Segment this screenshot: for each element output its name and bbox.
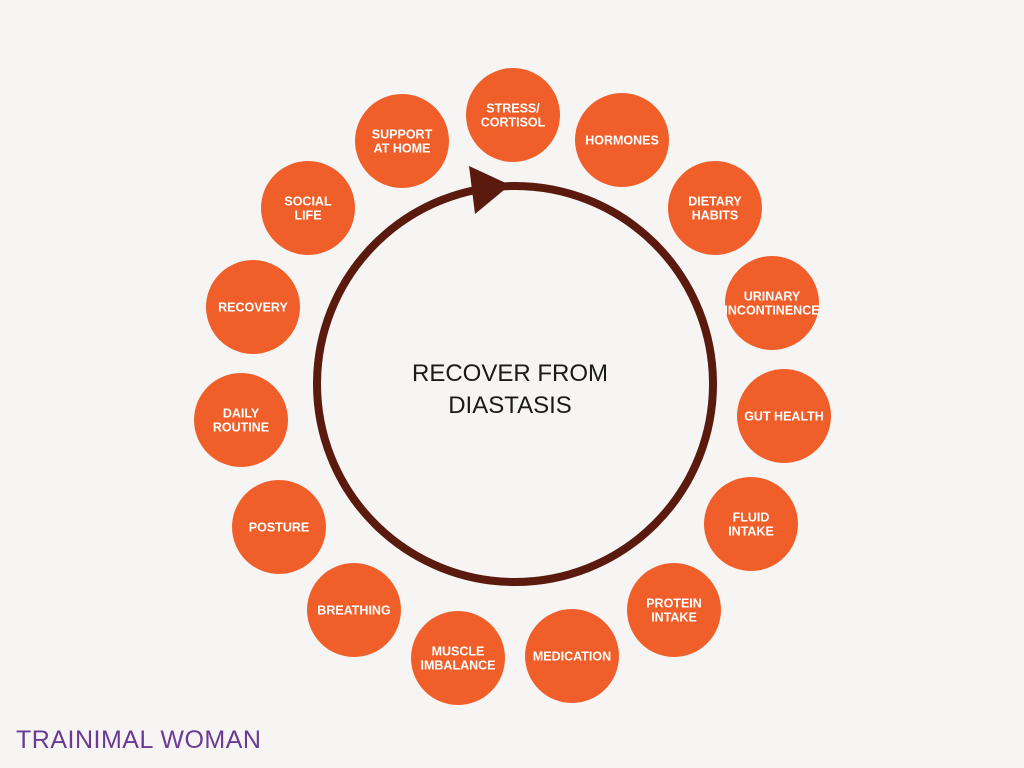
center-title-line-1: RECOVER FROM bbox=[412, 360, 608, 387]
factor-node-label: DIETARY bbox=[688, 195, 742, 209]
factor-node-label: INTAKE bbox=[651, 611, 697, 625]
factor-node-label: FLUID bbox=[733, 511, 770, 525]
factor-node-circle bbox=[232, 480, 326, 574]
cycle-arrowhead-icon bbox=[469, 166, 510, 214]
factor-node-label: IMBALANCE bbox=[421, 659, 496, 673]
factor-node-circle bbox=[307, 563, 401, 657]
factor-node-circle bbox=[668, 161, 762, 255]
factor-node-label: RECOVERY bbox=[218, 301, 288, 315]
factor-node-label: URINARY bbox=[744, 290, 801, 304]
factor-node-label: POSTURE bbox=[249, 521, 309, 535]
factor-node: STRESS/CORTISOL bbox=[466, 68, 560, 162]
factor-node-circle bbox=[466, 68, 560, 162]
factor-node: RECOVERY bbox=[206, 260, 300, 354]
factor-node-label: HABITS bbox=[692, 209, 739, 223]
factor-node-circle bbox=[261, 161, 355, 255]
factor-node-circle bbox=[525, 609, 619, 703]
factor-node-label: ROUTINE bbox=[213, 421, 269, 435]
factor-node: POSTURE bbox=[232, 480, 326, 574]
factor-node-circle bbox=[725, 256, 819, 350]
factor-node-label: HORMONES bbox=[585, 134, 659, 148]
factor-node-label: SOCIAL bbox=[284, 195, 332, 209]
factor-node-label: DAILY bbox=[223, 407, 260, 421]
factor-node: BREATHING bbox=[307, 563, 401, 657]
factor-node: MEDICATION bbox=[525, 609, 619, 703]
factor-node: HORMONES bbox=[575, 93, 669, 187]
center-title: RECOVER FROM DIASTASIS bbox=[412, 360, 608, 419]
factor-node-label: MEDICATION bbox=[533, 650, 611, 664]
factor-node-label: SUPPORT bbox=[372, 128, 433, 142]
factor-node-circle bbox=[194, 373, 288, 467]
factor-node-label: INTAKE bbox=[728, 525, 774, 539]
factor-node-label: STRESS/ bbox=[486, 102, 540, 116]
brand-wordmark: TRAINIMAL WOMAN bbox=[16, 726, 262, 754]
factor-node-label: GUT HEALTH bbox=[744, 410, 824, 424]
center-title-line-2: DIASTASIS bbox=[448, 392, 572, 419]
factor-node-circle bbox=[411, 611, 505, 705]
factor-node-label: AT HOME bbox=[374, 142, 431, 156]
factor-node-label: INCONTINENCE bbox=[724, 304, 819, 318]
factor-node-circle bbox=[737, 369, 831, 463]
factor-node-label: PROTEIN bbox=[646, 597, 702, 611]
factor-node-label: MUSCLE bbox=[432, 645, 485, 659]
factor-node-circle bbox=[575, 93, 669, 187]
factor-node-label: BREATHING bbox=[317, 604, 390, 618]
factor-node-label: LIFE bbox=[294, 209, 321, 223]
factor-node-label: CORTISOL bbox=[481, 116, 546, 130]
factor-node-circle bbox=[355, 94, 449, 188]
factor-nodes: STRESS/CORTISOLHORMONESDIETARYHABITSURIN… bbox=[194, 68, 831, 705]
factor-node-circle bbox=[704, 477, 798, 571]
factor-node: GUT HEALTH bbox=[737, 369, 831, 463]
factor-node-circle bbox=[627, 563, 721, 657]
cycle-ring bbox=[313, 182, 717, 586]
factor-node-circle bbox=[206, 260, 300, 354]
